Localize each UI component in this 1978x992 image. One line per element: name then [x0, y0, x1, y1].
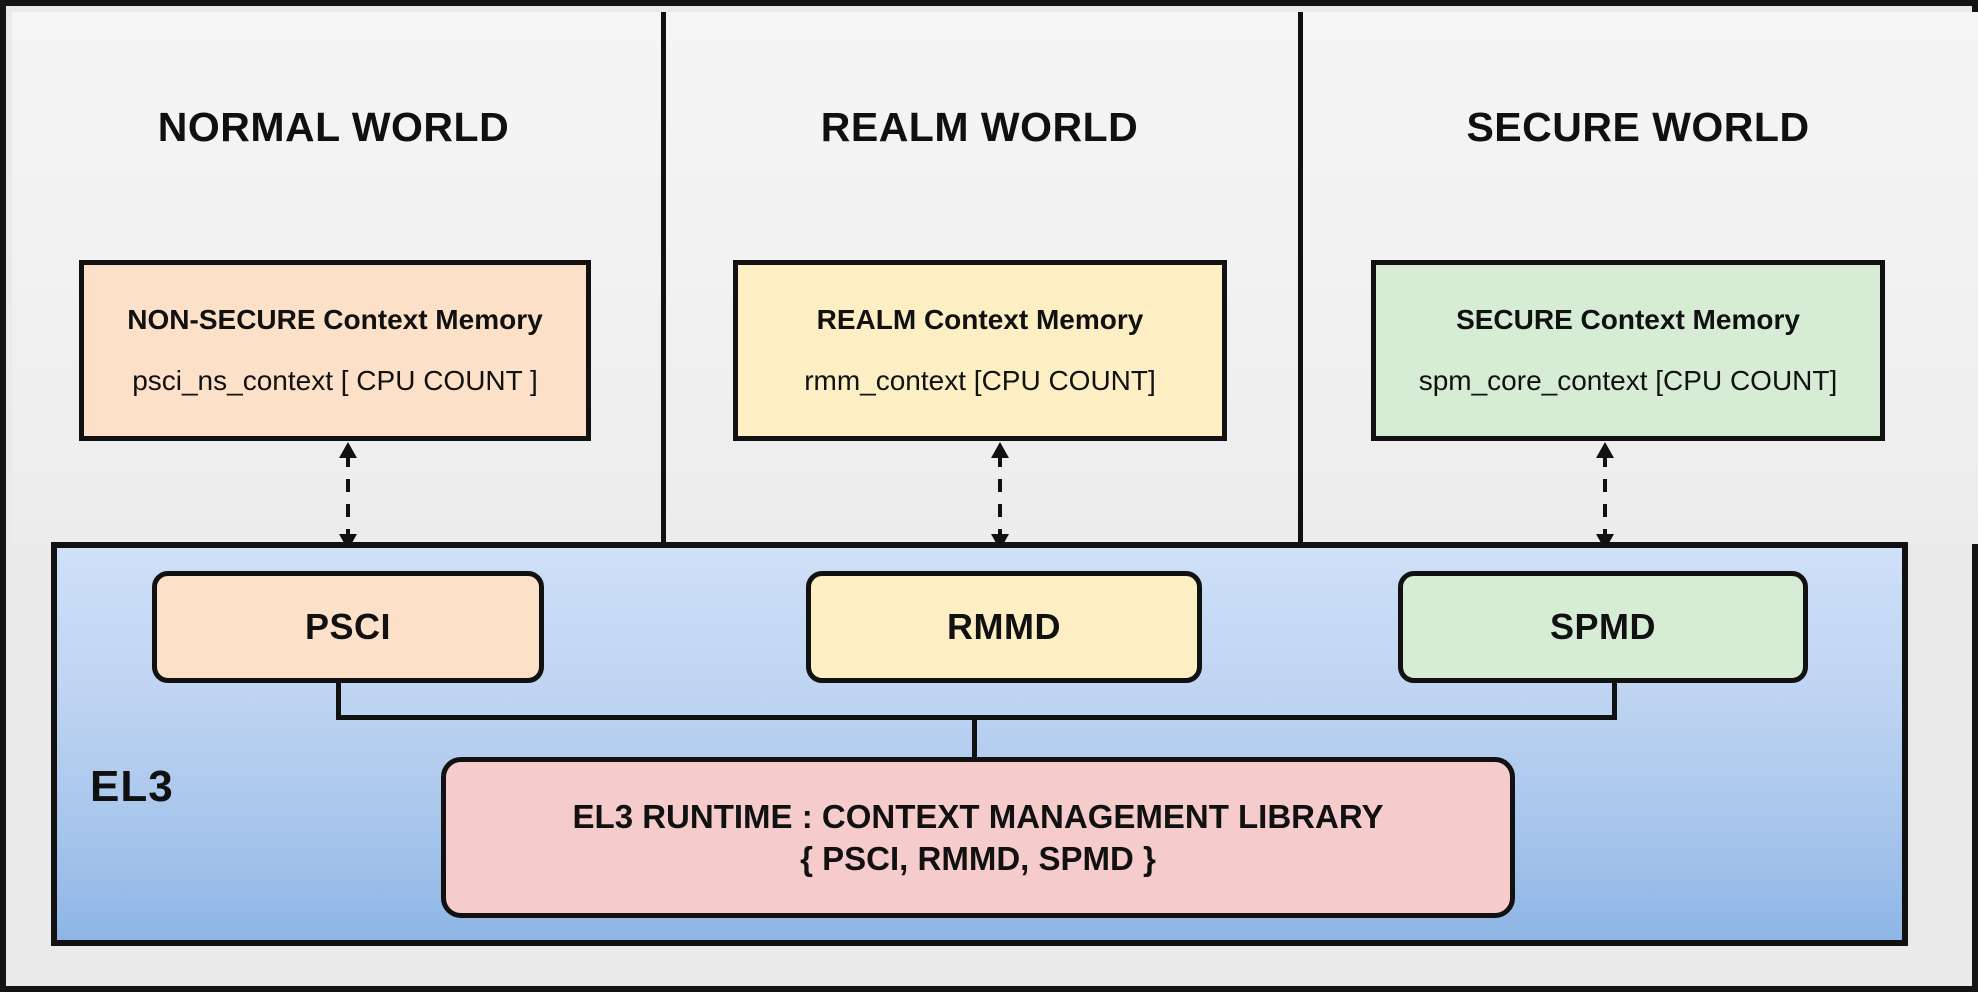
- world-divider-1: [661, 12, 666, 544]
- connector-vertical-runtime: [972, 715, 977, 759]
- arrow-stem-dashed: [1603, 454, 1607, 538]
- arrow-head-up-icon: [1596, 442, 1614, 458]
- world-title-secure: SECURE WORLD: [1466, 104, 1810, 150]
- world-divider-2: [1298, 12, 1303, 544]
- arrow-head-up-icon: [339, 442, 357, 458]
- el3-runtime-library-box: EL3 RUNTIME : CONTEXT MANAGEMENT LIBRARY…: [441, 757, 1515, 918]
- connector-vertical-psci: [336, 683, 341, 717]
- connector-vertical-spmd: [1612, 683, 1617, 717]
- context-memory-box-secure: SECURE Context Memory spm_core_context […: [1371, 260, 1885, 441]
- dispatcher-box-rmmd: RMMD: [806, 571, 1202, 683]
- dispatcher-box-spmd: SPMD: [1398, 571, 1808, 683]
- world-title-normal: NORMAL WORLD: [157, 104, 510, 150]
- arrow-stem-dashed: [346, 454, 350, 538]
- context-memory-box-nonsecure: NON-SECURE Context Memory psci_ns_contex…: [79, 260, 591, 441]
- world-title-realm: REALM WORLD: [820, 104, 1139, 150]
- arrow-stem-dashed: [998, 454, 1002, 538]
- bidirectional-dashed-arrow-icon-secure: [1592, 442, 1618, 550]
- el3-label: EL3: [90, 762, 174, 811]
- context-memory-subtitle-secure: spm_core_context [CPU COUNT]: [1418, 364, 1838, 396]
- el3-runtime-library-title: EL3 RUNTIME : CONTEXT MANAGEMENT LIBRARY: [572, 798, 1384, 836]
- context-memory-box-realm: REALM Context Memory rmm_context [CPU CO…: [733, 260, 1227, 441]
- context-memory-title-nonsecure: NON-SECURE Context Memory: [127, 303, 543, 335]
- arrow-head-up-icon: [991, 442, 1009, 458]
- context-memory-title-realm: REALM Context Memory: [816, 303, 1144, 335]
- el3-runtime-library-members: { PSCI, RMMD, SPMD }: [800, 839, 1156, 877]
- context-memory-subtitle-realm: rmm_context [CPU COUNT]: [804, 364, 1156, 396]
- context-memory-subtitle-nonsecure: psci_ns_context [ CPU COUNT ]: [132, 364, 538, 396]
- context-memory-title-secure: SECURE Context Memory: [1456, 303, 1800, 335]
- dispatcher-box-psci: PSCI: [152, 571, 544, 683]
- bidirectional-dashed-arrow-icon-realm: [987, 442, 1013, 550]
- bidirectional-dashed-arrow-icon-nonsecure: [335, 442, 361, 550]
